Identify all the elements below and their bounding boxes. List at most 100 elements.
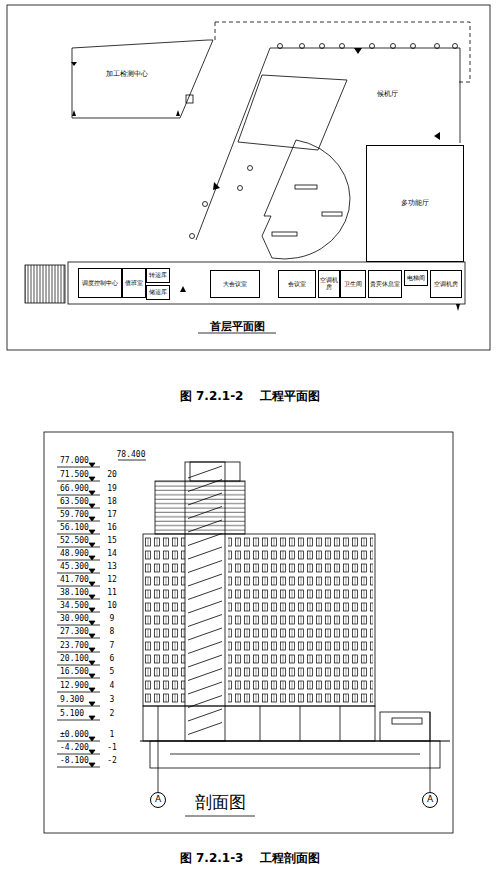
floor-number: 19 [107, 485, 117, 493]
room-box: 调度控制中心 [78, 268, 122, 298]
level-line [57, 706, 100, 707]
level-line [57, 665, 100, 666]
level-line [57, 678, 100, 679]
level-triangle [89, 491, 95, 495]
room-box: 电梯间 [404, 270, 428, 286]
floor-number: 20 [107, 471, 117, 479]
title-underline [185, 816, 255, 817]
level-triangle [89, 648, 95, 652]
level-line [57, 599, 100, 600]
stair-core [185, 462, 225, 741]
elevation-value: 63.500 [60, 498, 89, 506]
level-triangle [89, 556, 95, 560]
level-line [57, 754, 100, 755]
window-grid [145, 536, 185, 704]
floor-number: 3 [110, 696, 115, 704]
level-triangle [89, 737, 95, 741]
level-triangle [89, 463, 95, 467]
wing-window [392, 718, 422, 724]
counter [322, 212, 342, 216]
section-drawing [44, 432, 453, 833]
axis-line [158, 706, 159, 792]
floor-number: -2 [107, 757, 117, 765]
room-box: 多功能厅 [366, 145, 464, 262]
level-line [57, 573, 100, 574]
building-label: 加工检测中心 [95, 68, 159, 82]
level-triangle [89, 543, 95, 547]
floor-number: 16 [107, 524, 117, 532]
floor-number: -1 [107, 744, 117, 752]
figure-caption: 图 7.2.1-3 工程剖面图 [180, 852, 320, 864]
service-strip [68, 262, 465, 304]
room-name: 电梯间 [407, 275, 425, 282]
level-line [57, 638, 100, 639]
stair-flight [188, 655, 222, 667]
floor-number: 15 [107, 537, 117, 545]
elevation-value: 16.500 [60, 668, 89, 676]
room-name: 调度控制中心 [82, 280, 118, 287]
level-line [57, 521, 100, 522]
elevation-value: 5.100 [60, 710, 84, 718]
hall-wall [270, 48, 460, 143]
level-line [57, 652, 100, 653]
dashed-boundary [215, 22, 216, 40]
room-box: 转运库 [146, 268, 170, 283]
floor-number: 18 [107, 498, 117, 506]
stair-flight [188, 534, 222, 546]
elevation-value: -4.200 [60, 744, 89, 752]
room-box: 储运库 [146, 285, 170, 300]
floor-number: 4 [110, 682, 115, 690]
room-box: 值班室 [122, 268, 146, 298]
main-slab [143, 534, 375, 706]
stair-flight [188, 520, 222, 532]
machine-room [190, 462, 240, 481]
plan-frame [7, 5, 490, 350]
stair-flight [188, 682, 222, 694]
basement-slab [170, 754, 420, 755]
level-line [57, 741, 100, 742]
section-frame [44, 432, 453, 833]
stair-flight [188, 642, 222, 654]
room-box: 空调机房 [318, 270, 340, 298]
round-hall-outline [262, 140, 350, 259]
building-outline [72, 40, 213, 118]
level-triangle [89, 661, 95, 665]
floor-number: 8 [110, 628, 115, 636]
elevation-value: 71.500 [60, 471, 89, 479]
level-line [57, 720, 100, 721]
floor-number: 2 [110, 710, 115, 718]
elevation-value: 66.900 [60, 485, 89, 493]
level-line [57, 467, 100, 468]
level-triangle [89, 716, 95, 720]
elevation-value: -8.100 [60, 757, 89, 765]
elevation-value: 34.500 [60, 602, 89, 610]
room-box: 卫生间 [340, 270, 366, 298]
axis-line [430, 712, 431, 792]
level-triangle [89, 674, 95, 678]
stair-flight [188, 561, 222, 573]
room-name: 空调机房 [320, 277, 338, 290]
room-box: 大会议室 [210, 270, 260, 298]
floor-number: 13 [107, 563, 117, 571]
room-box: 会议室 [278, 270, 316, 298]
level-triangle [89, 582, 95, 586]
stair-flights [188, 466, 222, 735]
elevation-value: 20.100 [60, 655, 89, 663]
elevation-value: 41.700 [60, 576, 89, 584]
level-line [57, 586, 100, 587]
axis-circle: A [150, 792, 166, 808]
elevation-value: 27.300 [60, 628, 89, 636]
elevation-value: 30.900 [60, 615, 89, 623]
stair-flight [188, 588, 222, 600]
stair-block [186, 95, 193, 103]
basement [150, 741, 440, 768]
room-name: 候机厅 [377, 91, 398, 99]
room-box: 空调机房 [430, 270, 462, 298]
room-name: 转运库 [149, 272, 167, 279]
level-line [57, 481, 100, 482]
level-triangle [89, 688, 95, 692]
stair-flight [188, 601, 222, 613]
dashed-boundary [215, 22, 470, 82]
level-line [57, 547, 100, 548]
level-triangle [89, 595, 95, 599]
